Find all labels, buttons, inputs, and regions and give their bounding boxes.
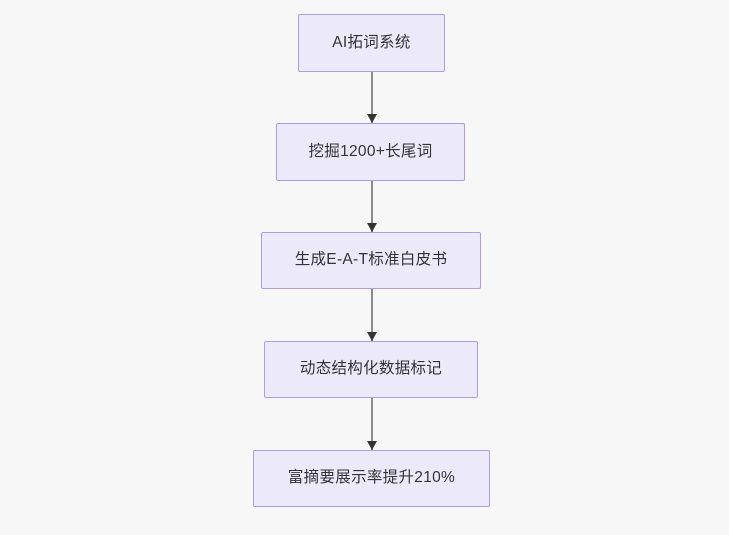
edge-line bbox=[371, 72, 373, 123]
flowchart-node-dynamic-structured-data-markup[interactable]: 动态结构化数据标记 bbox=[264, 341, 478, 398]
node-label: 生成E-A-T标准白皮书 bbox=[294, 251, 448, 269]
node-label: 富摘要展示率提升210% bbox=[287, 469, 456, 487]
flowchart-node-ai-keyword-system[interactable]: AI拓词系统 bbox=[298, 14, 445, 72]
edge-line bbox=[371, 289, 373, 341]
flowchart-node-generate-eat-whitepaper[interactable]: 生成E-A-T标准白皮书 bbox=[261, 232, 481, 289]
node-label: AI拓词系统 bbox=[332, 33, 411, 51]
flowchart-node-rich-snippet-impression-lift[interactable]: 富摘要展示率提升210% bbox=[253, 450, 490, 507]
arrowhead-icon bbox=[366, 332, 377, 341]
flowchart-node-mine-longtail-keywords[interactable]: 挖掘1200+长尾词 bbox=[276, 123, 465, 181]
node-label: 动态结构化数据标记 bbox=[299, 360, 443, 378]
arrowhead-icon bbox=[366, 441, 377, 450]
edge-line bbox=[371, 398, 373, 450]
edge-line bbox=[371, 181, 373, 232]
arrowhead-icon bbox=[366, 223, 377, 232]
node-label: 挖掘1200+长尾词 bbox=[308, 142, 433, 160]
arrowhead-icon bbox=[366, 114, 377, 123]
